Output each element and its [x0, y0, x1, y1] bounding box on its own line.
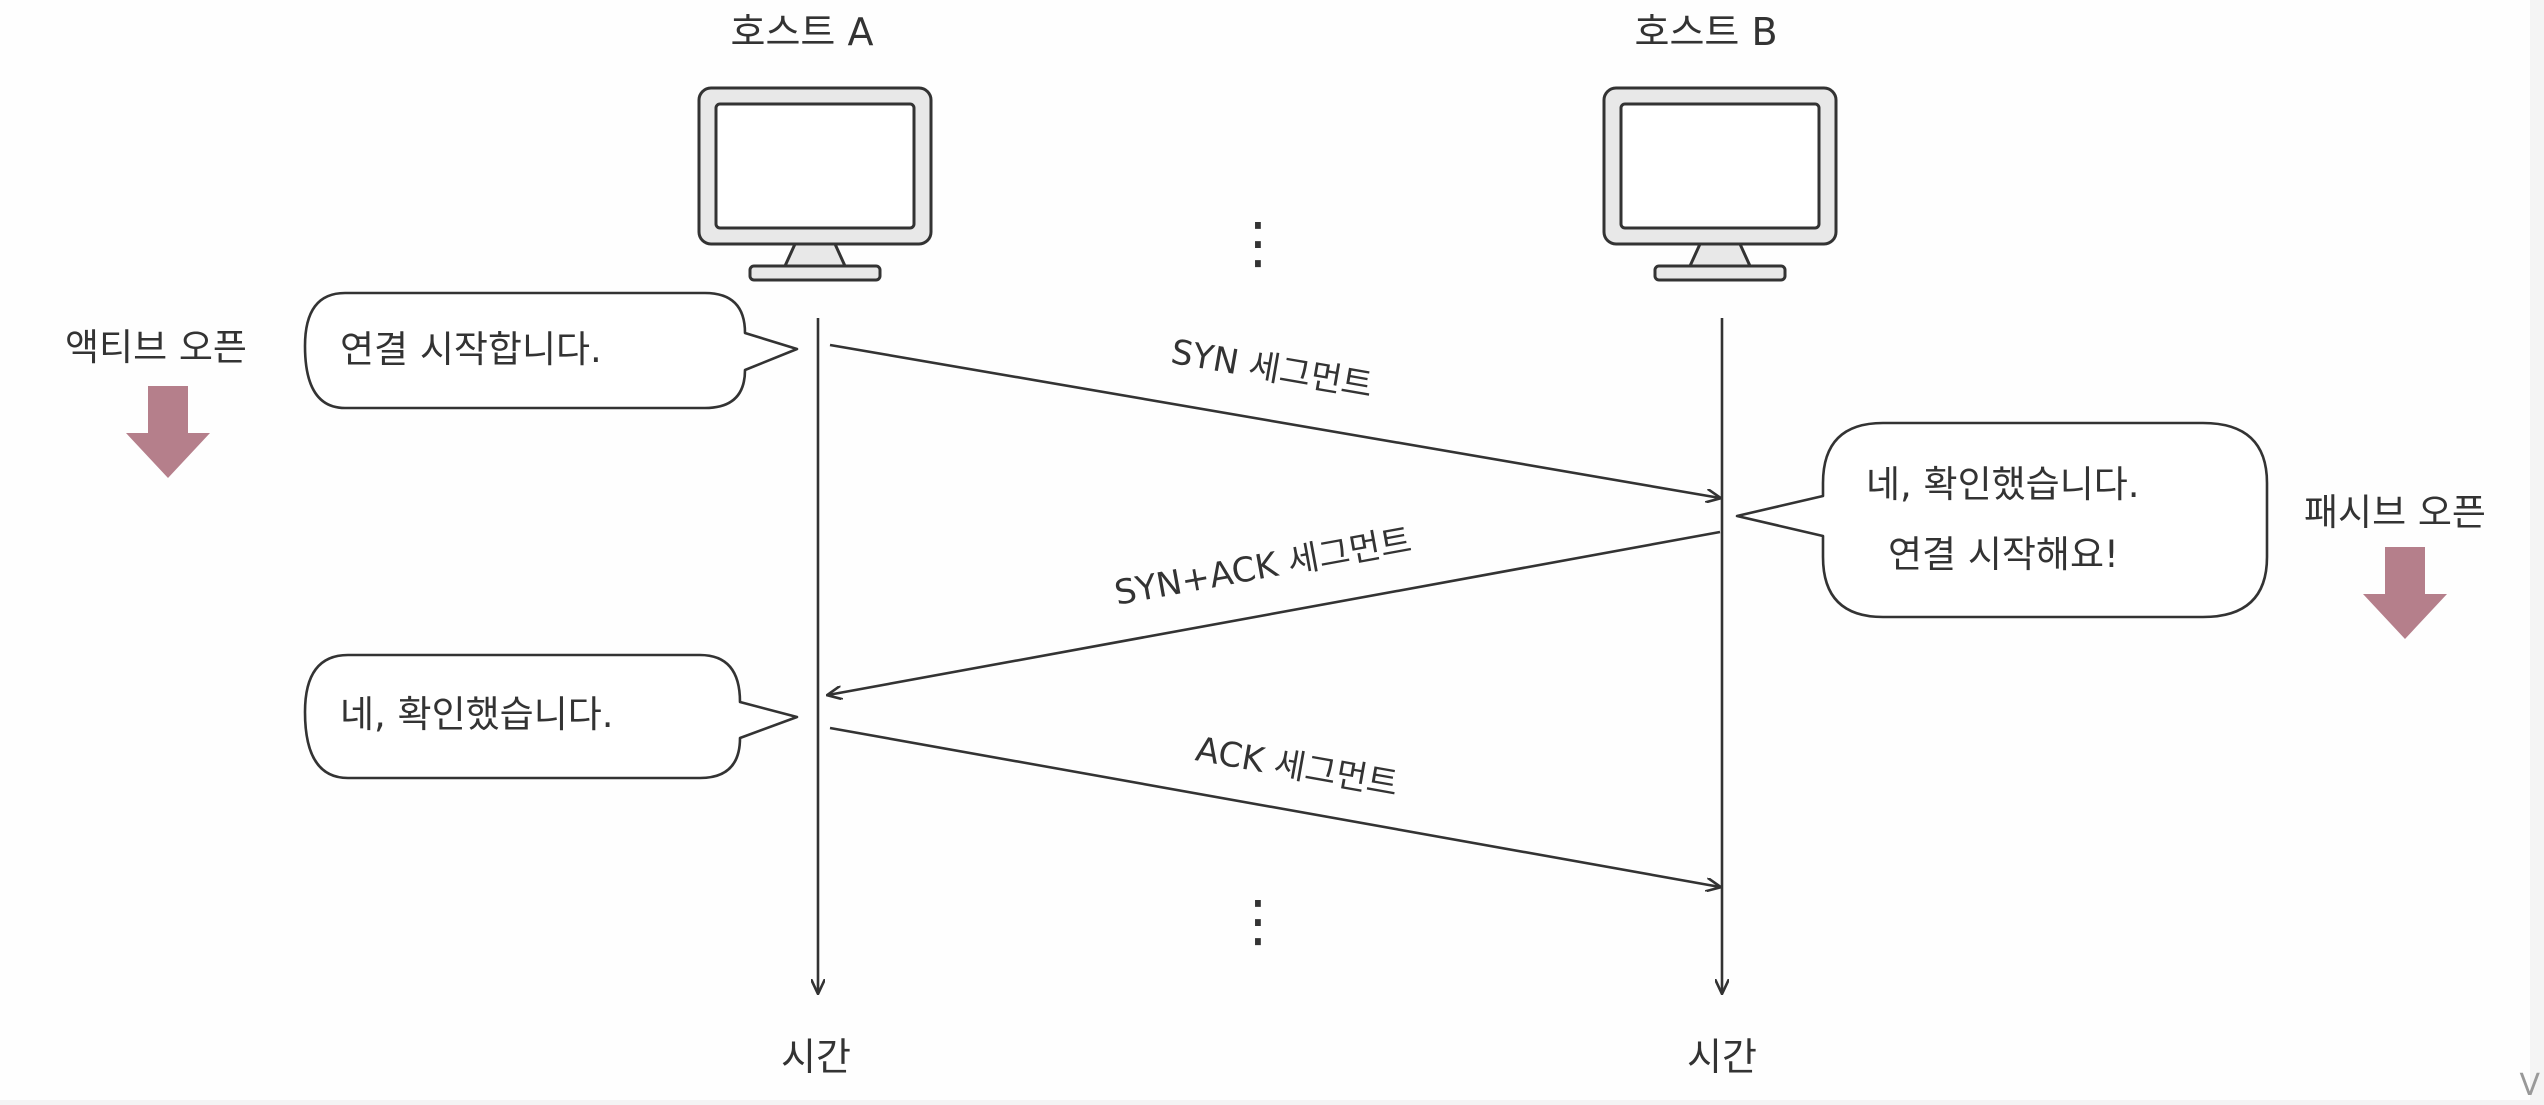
passive-open-label: 패시브 오픈 [2304, 491, 2486, 534]
host-b-title: 호스트 B [1634, 10, 1777, 54]
host-a-title: 호스트 A [731, 10, 874, 54]
host-a-monitor-icon [697, 86, 933, 282]
host-b-monitor-icon [1602, 86, 1838, 282]
host-b-reply-line1: 네, 확인했습니다. [1866, 463, 2140, 506]
syn-ack-segment-label: SYN+ACK 세그먼트 [1111, 521, 1414, 614]
host-b-reply-bubble: 네, 확인했습니다. 연결 시작해요! [1735, 421, 2269, 619]
host-a-start-text: 연결 시작합니다. [340, 328, 602, 371]
syn-ack-segment-arrow [828, 530, 1721, 695]
syn-segment-label: SYN 세그먼트 [1168, 332, 1376, 406]
passive-open-down-arrow-icon [2363, 547, 2447, 639]
host-b-time-label: 시간 [1687, 1035, 1757, 1079]
syn-segment-arrow [829, 343, 1720, 498]
ack-segment-label: ACK 세그먼트 [1193, 730, 1401, 805]
ack-segment-arrow [829, 726, 1720, 887]
corner-mark: V [2519, 1068, 2540, 1103]
host-a-time-label: 시간 [781, 1035, 851, 1079]
host-a-confirm-bubble: 네, 확인했습니다. [303, 653, 799, 780]
active-open-down-arrow-icon [126, 386, 210, 478]
bottom-ellipsis: ⋮ [1230, 889, 1286, 954]
active-open-label: 액티브 오픈 [65, 326, 247, 369]
host-a-confirm-text: 네, 확인했습니다. [340, 693, 614, 736]
top-ellipsis: ⋮ [1230, 211, 1286, 276]
host-b-reply-line2: 연결 시작해요! [1888, 533, 2119, 576]
host-a-start-bubble: 연결 시작합니다. [303, 291, 799, 410]
